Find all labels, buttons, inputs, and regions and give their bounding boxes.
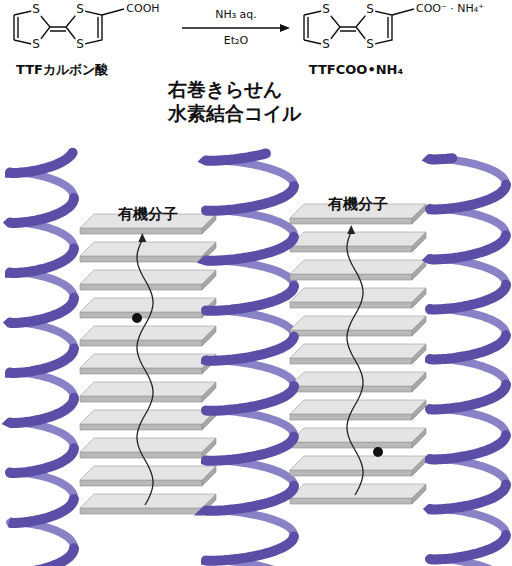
compound-name: TTFCOO•NH₄ (309, 63, 403, 77)
organic-molecule-plate (290, 372, 426, 386)
atom-label: S (31, 38, 41, 51)
hydrogen-bond-coil (206, 186, 294, 211)
organic-molecule-plate (80, 410, 216, 424)
organic-molecule-plate (290, 484, 426, 498)
hydrogen-bond-coil (206, 386, 294, 411)
plate-edge (290, 498, 412, 504)
hydrogen-bond-coil (10, 448, 74, 473)
organic-molecule-plate (290, 260, 426, 274)
plate-edge (80, 368, 202, 374)
plate-edge (290, 302, 412, 308)
figure-title: 右巻きらせん 水素結合コイル (168, 78, 318, 126)
hydrogen-bond-coil (10, 298, 74, 323)
hydrogen-bond-coil (430, 385, 506, 410)
plate-edge (290, 386, 412, 392)
helix-back (10, 159, 506, 566)
hydrogen-bond-coil (430, 435, 506, 459)
hydrogen-bond-coil (10, 153, 73, 173)
organic-molecule-plate (290, 316, 426, 330)
hydrogen-bond-coil (206, 486, 294, 511)
organic-molecule-plate (290, 288, 426, 302)
hydrogen-bond-coil (430, 159, 506, 185)
hydrogen-bond-coil (430, 335, 506, 359)
plate-edge (80, 340, 202, 346)
plate-label: 有機分子 (118, 206, 178, 223)
group-label: COOH (125, 3, 160, 15)
hydrogen-bond-coil (10, 548, 74, 566)
plate-edge (80, 228, 202, 234)
arrowhead (138, 233, 146, 242)
hydrogen-bond-coil (206, 153, 266, 160)
hydrogen-bond-coil (206, 337, 294, 361)
hydrogen-bond-coil (206, 237, 294, 261)
organic-molecule-plate (80, 466, 216, 480)
atom-label: S (75, 3, 85, 16)
plate-edge (80, 480, 202, 486)
plate-label: 有機分子 (328, 196, 388, 213)
organic-molecule-plate (80, 326, 216, 340)
atom-label: S (75, 38, 85, 51)
organic-molecule-plate (80, 242, 216, 256)
organic-molecule-plate (80, 438, 216, 452)
organic-molecule-plate (290, 232, 426, 246)
organic-molecule-plate (290, 400, 426, 414)
molecule-stack (80, 204, 426, 514)
plate-edge (290, 246, 412, 252)
organic-molecule-plate (290, 456, 426, 470)
arrowhead (347, 225, 355, 234)
helix-front (10, 153, 506, 566)
organic-molecule-plate (80, 354, 216, 368)
atom-label: S (365, 3, 375, 16)
organic-molecule-plate (80, 494, 216, 508)
hydrogen-bond-coil (430, 185, 506, 210)
plate-edge (80, 284, 202, 290)
wavy-arrow (347, 234, 363, 495)
plate-edge (80, 396, 202, 402)
hydrogen-bond-coil (10, 249, 74, 273)
hydrogen-bond-coil (10, 348, 74, 373)
plate-edge (290, 414, 412, 420)
wavy-arrow (137, 241, 153, 505)
hydrogen-bond-coil (10, 198, 74, 223)
hydrogen-bond-coil (10, 499, 74, 523)
hydrogen-bond-coil (430, 484, 506, 509)
carrier-dot (132, 313, 142, 323)
hydrogen-bond-coil (10, 398, 74, 423)
hydrogen-bond-coil (430, 535, 506, 559)
carrier-dot (373, 447, 383, 457)
atom-label: S (365, 38, 375, 51)
plate-edge (290, 330, 412, 336)
plate-edge (80, 508, 202, 514)
atom-label: S (321, 3, 331, 16)
hydrogen-bond-coil (206, 286, 294, 311)
reagent-label: NH₃ aq. (215, 9, 257, 21)
compound-name: TTFカルボン酸 (16, 63, 108, 77)
conduction-path (137, 225, 363, 505)
organic-molecule-plate (80, 382, 216, 396)
solvent-label: Et₂O (224, 35, 248, 47)
hydrogen-bond-coil (206, 536, 294, 560)
plate-edge (290, 358, 412, 364)
plate-edge (80, 256, 202, 262)
plate-edge (290, 470, 412, 476)
organic-molecule-plate (290, 428, 426, 442)
hydrogen-bond-coil (430, 158, 452, 159)
atom-label: S (321, 38, 331, 51)
plate-edge (80, 424, 202, 430)
hydrogen-bond-coil (206, 437, 294, 461)
plate-edge (290, 218, 412, 224)
hydrogen-bond-coil (430, 285, 506, 310)
reaction-arrow (182, 24, 290, 32)
organic-molecule-plate (290, 344, 426, 358)
plate-edge (290, 274, 412, 280)
hydrogen-bond-coil (430, 235, 506, 259)
organic-molecule-plate (80, 298, 216, 312)
atom-label: S (31, 3, 41, 16)
organic-molecule-plate (80, 270, 216, 284)
group-label: COO⁻ · NH₄⁺ (415, 3, 485, 15)
